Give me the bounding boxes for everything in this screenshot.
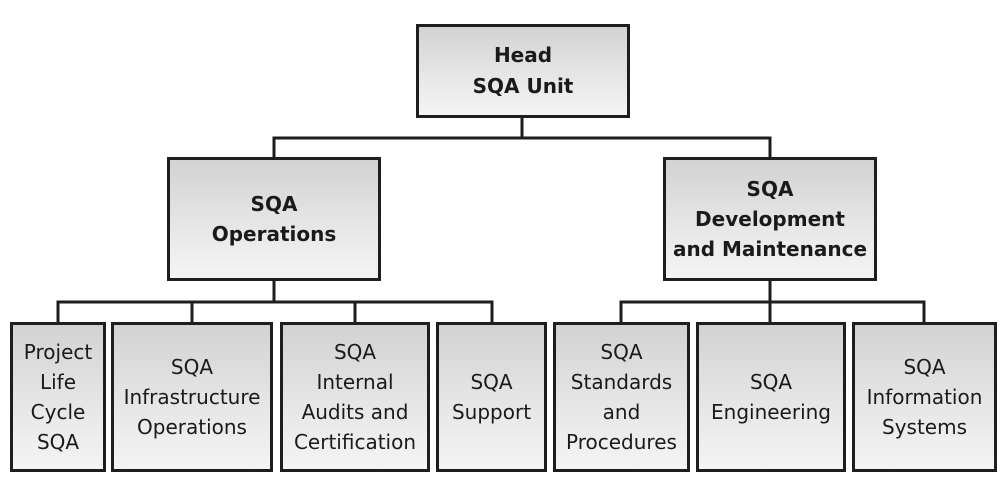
sqa-infrastructure-operations-label: SQA Infrastructure Operations <box>123 355 261 439</box>
sqa-infrastructure-operations-box: SQA Infrastructure Operations <box>111 322 273 472</box>
project-life-cycle-sqa-box: Project Life Cycle SQA <box>10 322 106 472</box>
sqa-internal-audits-certification-label: SQA Internal Audits and Certification <box>293 340 417 454</box>
sqa-standards-procedures-label: SQA Standards and Procedures <box>566 340 677 454</box>
sqa-engineering-label: SQA Engineering <box>711 370 831 424</box>
sqa-information-systems-box: SQA Information Systems <box>852 322 997 472</box>
project-life-cycle-sqa-label: Project Life Cycle SQA <box>23 340 93 454</box>
sqa-operations-label: SQA Operations <box>211 192 337 246</box>
sqa-engineering-box: SQA Engineering <box>696 322 846 472</box>
sqa-support-label: SQA Support <box>451 370 532 424</box>
sqa-operations-box: SQA Operations <box>167 157 381 281</box>
sqa-information-systems-label: SQA Information Systems <box>866 355 983 439</box>
sqa-support-box: SQA Support <box>436 322 547 472</box>
sqa-standards-procedures-box: SQA Standards and Procedures <box>553 322 690 472</box>
head-sqa-unit-label: Head SQA Unit <box>472 43 574 98</box>
sqa-development-maintenance-box: SQA Development and Maintenance <box>663 157 877 281</box>
head-sqa-unit-box: Head SQA Unit <box>416 24 630 118</box>
sqa-internal-audits-certification-box: SQA Internal Audits and Certification <box>280 322 430 472</box>
sqa-development-maintenance-label: SQA Development and Maintenance <box>672 177 868 261</box>
